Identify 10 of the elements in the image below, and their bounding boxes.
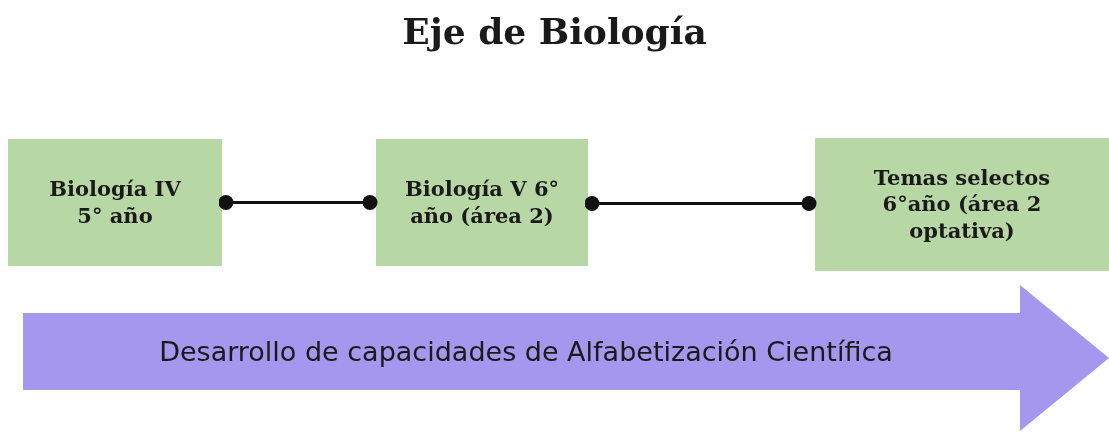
diagram-title: Eje de Biología — [401, 10, 708, 52]
course-box — [376, 139, 588, 266]
course-name: Temas selectos 6°año (área 2 optativa) — [872, 165, 1052, 244]
connector-line — [584, 196, 817, 211]
arrow-label: Desarrollo de capacidades de Alfabetización Científica — [159, 336, 894, 367]
connector-line — [218, 195, 378, 210]
course-box — [815, 138, 1109, 271]
course-name: Biología IV 5° año — [48, 176, 182, 229]
course-name: Biología V 6° año (área 2) — [404, 176, 560, 229]
course-box — [8, 139, 222, 266]
